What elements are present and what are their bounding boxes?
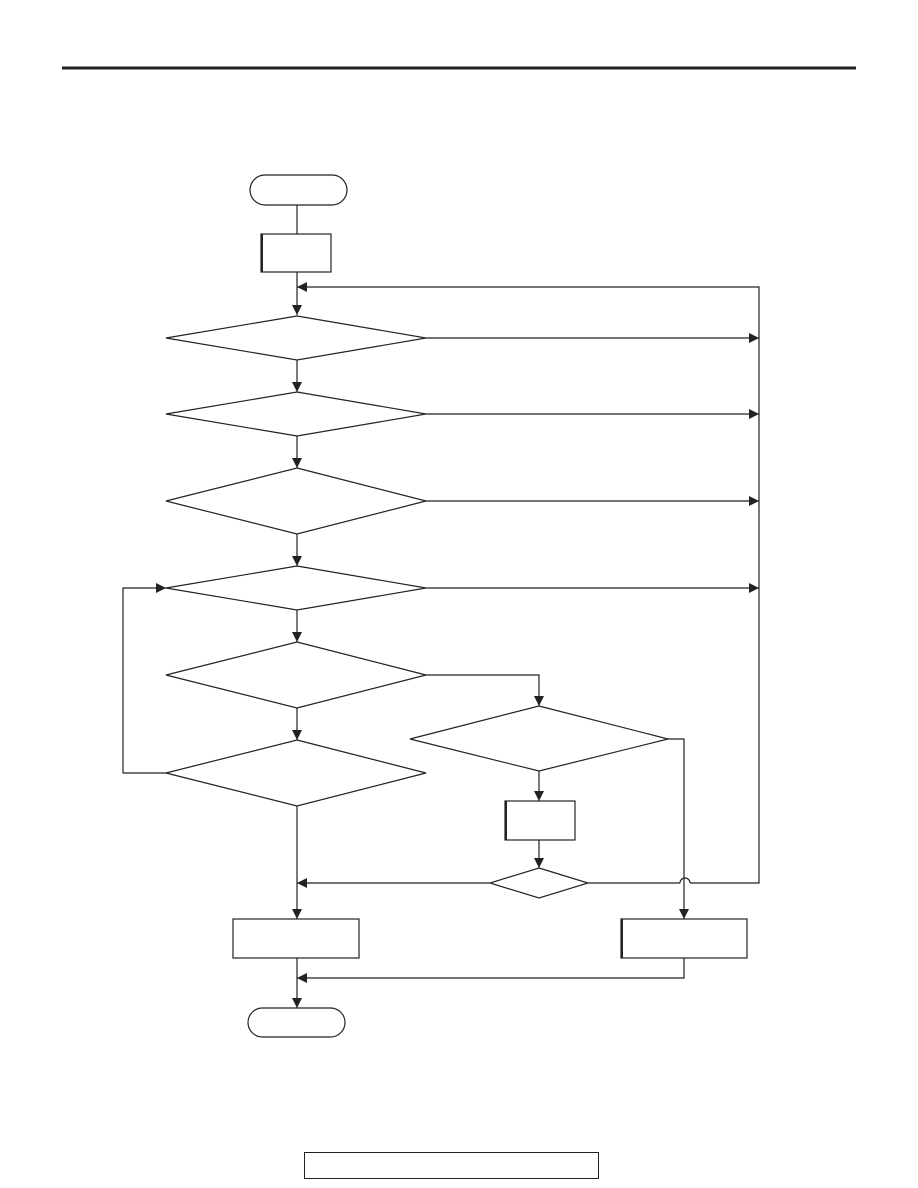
footer-box [304,1152,599,1179]
end-terminal [247,1007,346,1038]
decision-6 [165,739,427,807]
decision-3 [165,467,427,535]
edge-return-hop [679,877,691,884]
decision-7 [409,705,669,772]
connectors [122,205,760,1008]
edge-dec6-dec4 [122,583,166,774]
edge-dec7-step4 [668,738,689,919]
step1-box [260,233,332,273]
step4-box [620,918,748,959]
step2-box [504,800,576,841]
decision-5 [165,641,427,709]
edge-dec5-dec7 [426,674,544,706]
edge-step4-end [297,958,685,983]
decision-2 [165,391,427,437]
decision-1 [165,315,427,361]
edge-return-bus-up [297,282,760,884]
decision-8 [487,867,591,899]
step3-box [232,918,360,959]
decision-4 [165,565,427,611]
start-terminal [249,174,348,206]
